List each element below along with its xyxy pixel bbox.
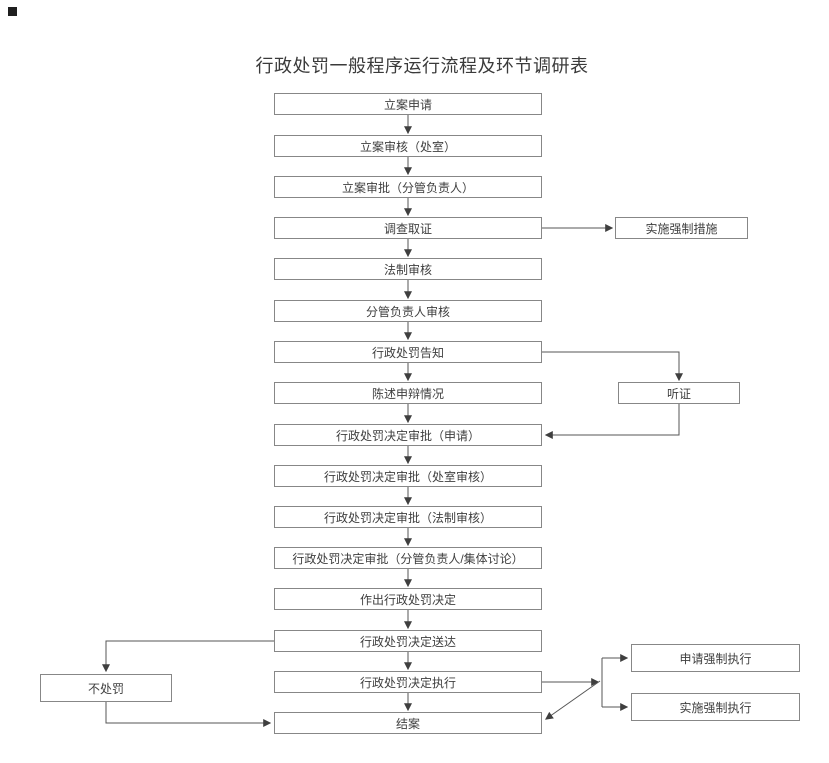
branch-apply-compulsory-execution: 申请强制执行 [631,644,800,672]
corner-marker [8,7,17,16]
step-filing-approval-leader: 立案审批（分管负责人） [274,176,542,198]
step-decision-delivery: 行政处罚决定送达 [274,630,542,652]
branch-no-penalty: 不处罚 [40,674,172,702]
step-penalty-notification: 行政处罚告知 [274,341,542,363]
step-filing-application: 立案申请 [274,93,542,115]
step-decision-execution: 行政处罚决定执行 [274,671,542,693]
step-legal-review: 法制审核 [274,258,542,280]
step-decision-approval-collective: 行政处罚决定审批（分管负责人/集体讨论） [274,547,542,569]
step-filing-review-division: 立案审核（处室） [274,135,542,157]
step-make-penalty-decision: 作出行政处罚决定 [274,588,542,610]
step-decision-approval-application: 行政处罚决定审批（申请） [274,424,542,446]
branch-implement-compulsory-execution: 实施强制执行 [631,693,800,721]
step-leader-review: 分管负责人审核 [274,300,542,322]
step-case-closed: 结案 [274,712,542,734]
branch-compulsory-measures: 实施强制措施 [615,217,748,239]
step-decision-approval-division: 行政处罚决定审批（处室审核） [274,465,542,487]
step-investigation-evidence: 调查取证 [274,217,542,239]
step-decision-approval-legal: 行政处罚决定审批（法制审核） [274,506,542,528]
page-title: 行政处罚一般程序运行流程及环节调研表 [255,56,589,76]
step-statement-defense: 陈述申辩情况 [274,382,542,404]
branch-hearing: 听证 [618,382,740,404]
